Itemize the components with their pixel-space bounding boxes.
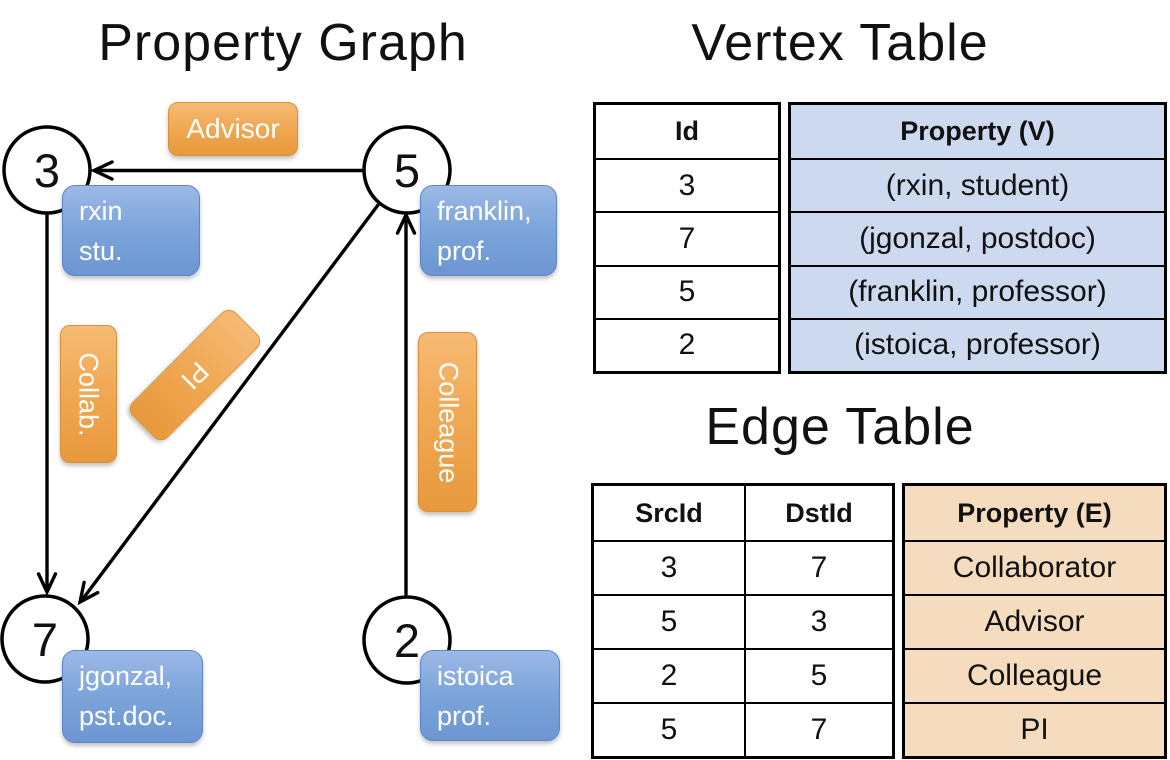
edge-table-cell-srcid: 3 xyxy=(594,540,744,594)
arrowhead-5-3 xyxy=(90,160,114,181)
vertex-property-line: istoica xyxy=(437,661,514,691)
vertex-table-cell-id: 5 xyxy=(596,264,778,318)
edge-table-title: Edge Table xyxy=(705,398,975,456)
arrowhead-5-7 xyxy=(77,580,100,606)
edge-label-colleague-text: Colleague xyxy=(433,361,463,483)
vertex-table-cell-property: (franklin, professor) xyxy=(791,264,1164,318)
vertex-id-7: 7 xyxy=(31,613,59,666)
edge-table-cell-srcid: 5 xyxy=(594,702,744,756)
edge-table-cell-dstid: 5 xyxy=(744,648,892,702)
edge-table-cell-property: Collaborator xyxy=(905,540,1164,594)
vertex-table-cell-property: (istoica, professor) xyxy=(791,317,1164,371)
vertex-property-box-2: istoica prof. xyxy=(420,650,560,741)
vertex-table-header-id: Id xyxy=(675,116,699,147)
vertex-table-header-property: Property (V) xyxy=(791,105,1164,159)
vertex-property-box-7: jgonzal, pst.doc. xyxy=(62,650,203,743)
edge-label-collaborator: Collab. xyxy=(60,325,117,463)
edge-table-cell-property: PI xyxy=(905,702,1164,756)
vertex-table-id-column: Id 3 7 5 2 xyxy=(593,102,781,374)
edge-label-colleague: Colleague xyxy=(418,332,477,512)
vertex-property-line: rxin xyxy=(79,196,123,226)
vertex-id-3: 3 xyxy=(33,144,61,197)
vertex-property-box-5: franklin, prof. xyxy=(420,185,557,276)
vertex-property-line: stu. xyxy=(79,236,123,266)
arrowhead-3-7 xyxy=(36,572,58,596)
vertex-table-cell-id: 7 xyxy=(596,211,778,264)
edge-table-cell-property: Advisor xyxy=(905,594,1164,648)
edge-label-advisor-text: Advisor xyxy=(186,113,280,144)
edge-table-cell-property: Colleague xyxy=(905,648,1164,702)
vertex-table-cell-id: 2 xyxy=(596,317,778,371)
arrowhead-2-5 xyxy=(395,211,417,235)
edge-table-cell-srcid: 2 xyxy=(594,648,744,702)
edge-table-cell-srcid: 5 xyxy=(594,594,744,648)
vertex-property-line: prof. xyxy=(437,236,492,266)
vertex-table-title: Vertex Table xyxy=(691,14,989,72)
edge-label-pi-text: PI xyxy=(175,355,215,395)
vertex-property-line: franklin, xyxy=(437,196,532,226)
edge-label-advisor: Advisor xyxy=(168,102,298,156)
edge-table-cell-dstid: 7 xyxy=(744,702,892,756)
vertex-id-2: 2 xyxy=(393,614,421,667)
vertex-property-line: prof. xyxy=(437,701,492,731)
edge-table-property-column: Property (E) Collaborator Advisor Collea… xyxy=(902,483,1167,759)
property-graph-title: Property Graph xyxy=(98,14,468,72)
edge-table-header-dstid: DstId xyxy=(744,486,892,540)
edge-table-cell-dstid: 7 xyxy=(744,540,892,594)
vertex-table-cell-property: (jgonzal, postdoc) xyxy=(791,211,1164,265)
vertex-property-box-3: rxin stu. xyxy=(62,185,200,276)
edge-table-cell-dstid: 3 xyxy=(744,594,892,648)
vertex-property-line: jgonzal, xyxy=(79,661,173,691)
edge-label-collaborator-text: Collab. xyxy=(74,351,105,437)
vertex-id-5: 5 xyxy=(393,144,421,197)
vertex-table-property-column: Property (V) (rxin, student) (jgonzal, p… xyxy=(788,102,1167,374)
edge-line-5-7 xyxy=(80,203,380,602)
edge-table-id-columns: SrcId DstId 3 7 5 3 2 5 5 7 xyxy=(591,483,895,759)
edge-table-header-srcid: SrcId xyxy=(635,497,703,528)
edge-table-header-property: Property (E) xyxy=(905,486,1164,540)
vertex-property-line: pst.doc. xyxy=(79,701,174,731)
vertex-table-cell-property: (rxin, student) xyxy=(791,158,1164,212)
vertex-table-cell-id: 3 xyxy=(596,158,778,211)
